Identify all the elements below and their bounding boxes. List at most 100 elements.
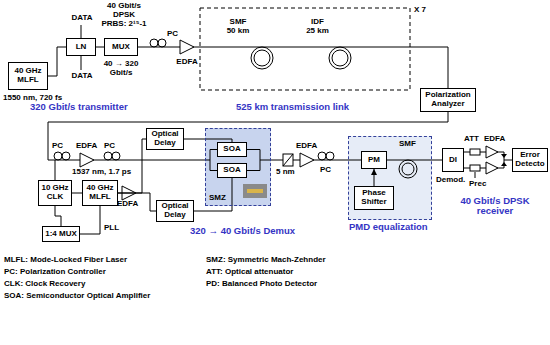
component-label: DI <box>445 156 461 165</box>
chip-photo <box>247 189 263 193</box>
fiber-connector <box>387 160 442 161</box>
pc-loop <box>112 152 120 160</box>
component-box: 10 GHz CLK <box>38 180 72 206</box>
section-heading: 40 Gbit/s DPSK receiver <box>448 196 542 217</box>
fiber-connector <box>72 193 82 194</box>
section-heading: 320 → 40 Gbit/s Demux <box>190 226 295 236</box>
component-label: 40 GHz MLFL <box>85 184 115 202</box>
annotation-label: 1537 nm, 1.7 ps <box>72 168 131 177</box>
annotation-label: SMF 50 km <box>226 18 250 36</box>
component-box: Polarization Analyzer <box>420 88 476 112</box>
component-label: Optical Delay <box>149 130 181 148</box>
component-label: 40 GHz MLFL <box>11 67 45 85</box>
component-label: Optical Delay <box>159 202 191 220</box>
component-box: 1:4 MUX <box>42 226 80 242</box>
pc-loop <box>158 39 166 47</box>
fiber-connector <box>118 139 146 193</box>
component-label: SOA <box>220 145 244 154</box>
annotation-label: 40 Gbit/s DPSK PRBS: 2¹⁵-1 <box>100 2 148 28</box>
edfa-symbol <box>180 40 194 54</box>
component-box: SOA <box>217 142 247 157</box>
legend-entry: MLFL: Mode-Locked Fiber Laser <box>4 256 127 265</box>
component-label: PM <box>364 156 384 165</box>
edfa-symbol <box>80 153 94 167</box>
annotation-label: ATT <box>464 135 479 144</box>
fiber-coil <box>254 50 270 66</box>
annotation-label: PC <box>167 30 178 39</box>
fiber-connector <box>194 178 232 211</box>
chip-photo <box>243 184 267 198</box>
component-label: Phase Shifter <box>357 189 391 207</box>
fiber-coil <box>332 50 348 66</box>
fiber-connector <box>374 169 375 186</box>
component-label: SOA <box>220 166 244 175</box>
component-label: 1:4 MUX <box>45 230 77 239</box>
component-box: 40 GHz MLFL <box>82 180 118 206</box>
pc-loop <box>104 152 112 160</box>
component-label: Polarization Analyzer <box>423 91 473 109</box>
region-heading: PMD equalization <box>349 222 428 232</box>
component-box: DI <box>442 148 464 172</box>
filter-symbol <box>283 154 293 166</box>
annotation-label: PC <box>320 166 331 175</box>
fiber-connector <box>118 193 156 211</box>
pc-loop <box>150 39 158 47</box>
component-box: SOA <box>217 163 247 178</box>
component-label: Error Detecto <box>515 151 545 169</box>
smz-arm <box>210 150 217 171</box>
component-label: LN <box>69 43 93 52</box>
fiber-coil <box>402 163 414 175</box>
pc-loop <box>54 152 62 160</box>
annotation-label: EDFA <box>117 200 138 209</box>
attenuator-symbol <box>470 149 480 155</box>
fiber-line <box>247 150 361 171</box>
fiber-coil <box>329 47 351 69</box>
edfa-symbol <box>486 162 498 174</box>
annotation-label: 40 → 320 Gbit/s <box>100 60 142 78</box>
annotation-label: SMF <box>399 140 416 149</box>
dashed-region: SMZ SOA SOA <box>205 128 271 206</box>
annotation-label: DATA <box>69 14 95 23</box>
annotation-label: PC <box>52 142 63 151</box>
component-box: Phase Shifter <box>354 186 394 210</box>
fiber-connector <box>55 206 61 226</box>
power-tap <box>475 172 476 178</box>
annotation-label: EDFA <box>296 142 317 151</box>
annotation-label: IDF 25 km <box>306 18 329 36</box>
legend-entry: PC: Polarization Controller <box>4 268 106 277</box>
component-label: 10 GHz CLK <box>41 184 69 202</box>
component-box: Optical Delay <box>156 200 194 222</box>
legend-entry: CLK: Clock Recovery <box>4 280 85 289</box>
component-box: LN <box>66 38 96 56</box>
annotation-label: PLL <box>104 224 119 233</box>
fiber-connector <box>96 47 104 48</box>
clock-tap <box>55 160 56 180</box>
fiber-coil <box>399 160 417 178</box>
fiber-coil <box>251 47 273 69</box>
legend-entry: ATT: Optical attenuator <box>206 268 293 277</box>
pmd-ground <box>348 136 432 220</box>
component-label: MUX <box>107 43 135 52</box>
fiber-connector <box>48 47 66 76</box>
annotation-label: 5 nm <box>276 168 295 177</box>
component-box: Error Detecto <box>512 148 548 172</box>
legend-entry: PD: Balanced Photo Detector <box>206 280 317 289</box>
fiber-connector <box>80 206 100 234</box>
region-heading: SMZ <box>209 194 226 203</box>
component-box: MUX <box>104 38 138 56</box>
legend-entry: SOA: Semiconductor Optical Amplifier <box>4 292 150 301</box>
component-box: PM <box>361 151 387 169</box>
fiber-line <box>138 47 448 88</box>
section-heading: 320 Gbit/s transmitter <box>30 102 128 112</box>
filter-symbol <box>283 154 293 166</box>
annotation-label: X 7 <box>414 6 426 15</box>
annotation-label: PC <box>104 142 115 151</box>
component-box: Optical Delay <box>146 128 184 150</box>
annotation-label: DATA <box>69 72 95 81</box>
pc-loop <box>318 152 326 160</box>
photodiode-symbol <box>501 162 507 166</box>
annotation-label: EDFA <box>175 58 199 67</box>
pc-loop <box>326 152 334 160</box>
annotation-label: Prec <box>469 180 486 189</box>
